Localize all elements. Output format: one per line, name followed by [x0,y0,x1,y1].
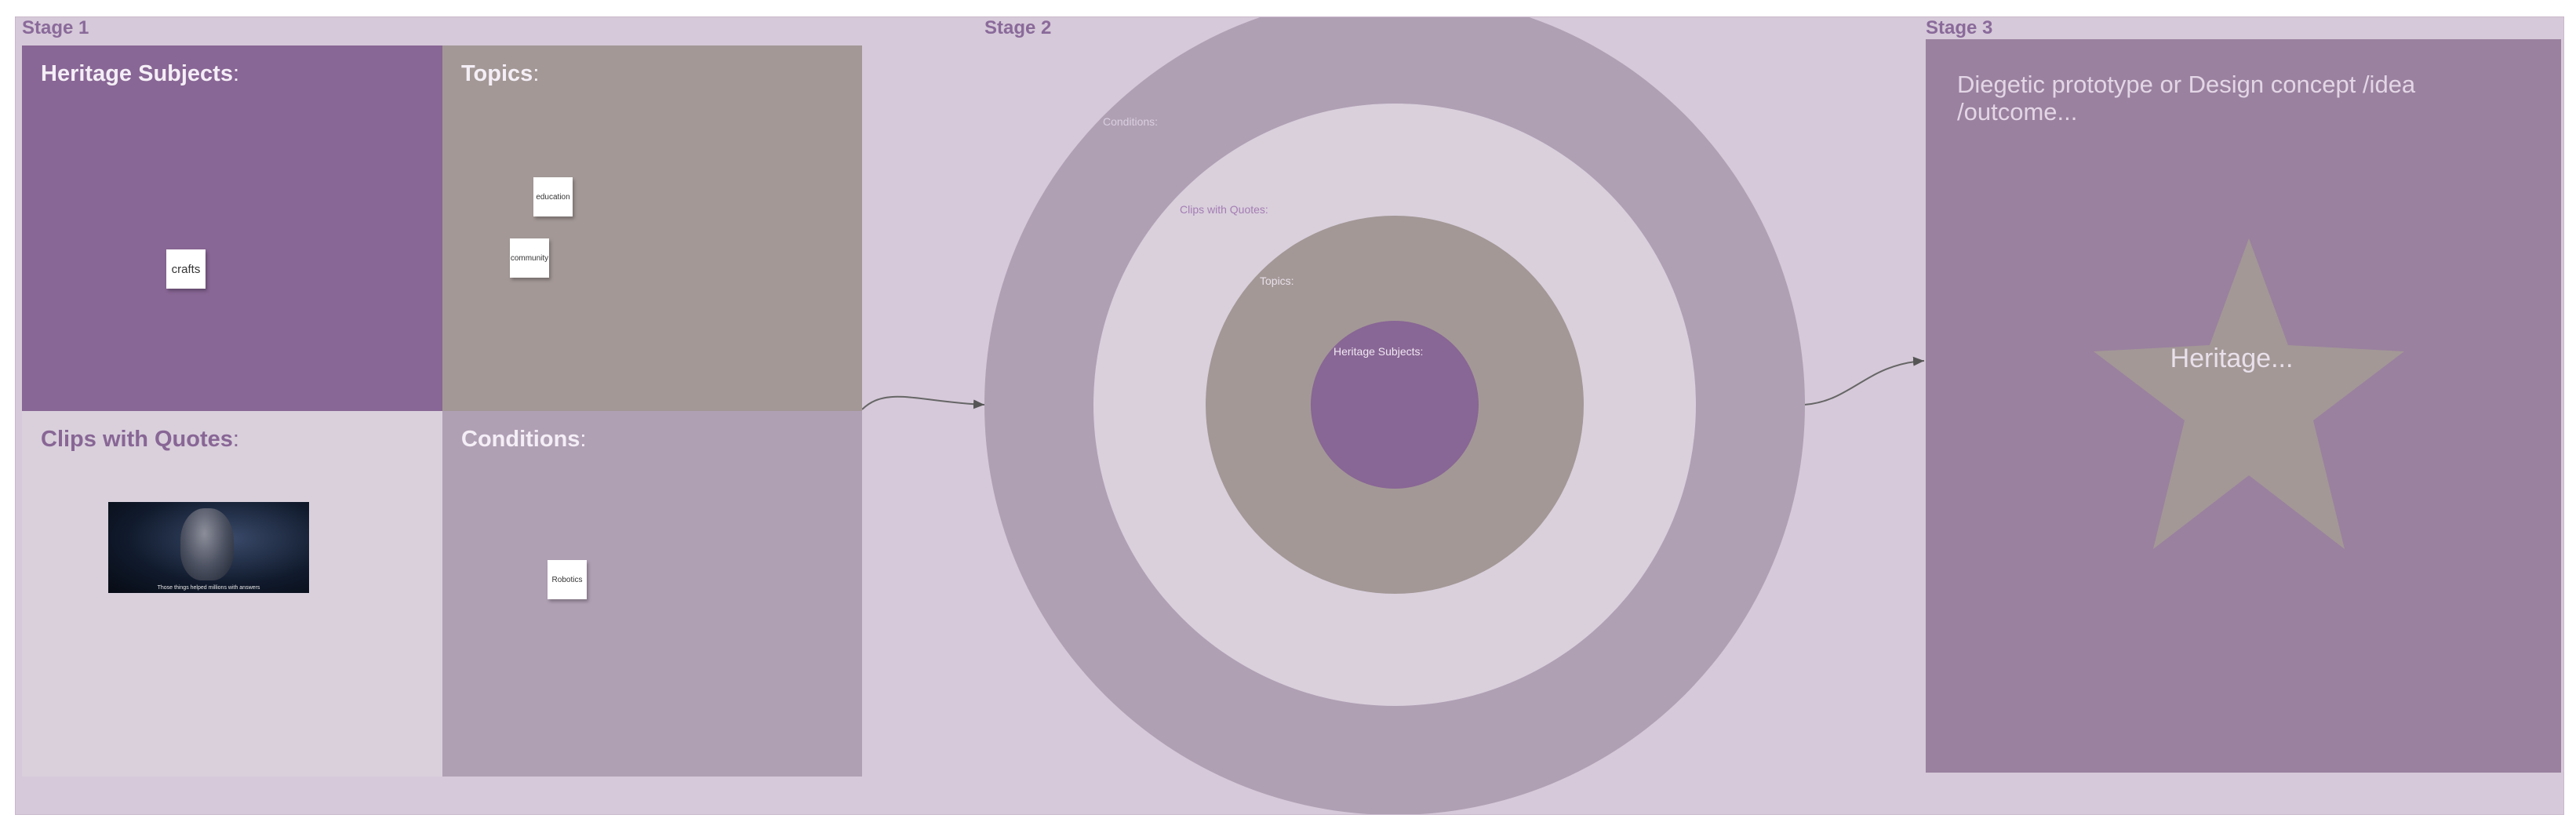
topics-colon: : [533,61,540,86]
clips-with-quotes-title: Clips with Quotes: [41,427,239,453]
clip-caption: Those things helped millions with answer… [157,585,260,591]
clips-with-quotes-quadrant[interactable]: Clips with Quotes: Those things helped m… [22,411,442,777]
topics-quadrant[interactable]: Topics: education community [442,45,862,411]
video-clip-thumbnail[interactable]: Those things helped millions with answer… [108,502,309,593]
connector-lines [861,356,1925,410]
canvas-board[interactable]: Stage 1 Stage 2 Stage 3 Heritage Subject… [15,16,2564,815]
heritage-subjects-colon: : [232,61,240,86]
stage-3-panel[interactable]: Diegetic prototype or Design concept /id… [1926,39,2561,773]
ring-label-conditions: Conditions: [1103,115,1159,128]
stage-1-label: Stage 1 [22,17,89,38]
star-label: Heritage... [2170,344,2294,373]
ring-heritage-subjects [1311,321,1479,489]
heritage-subjects-quadrant[interactable]: Heritage Subjects: crafts [22,45,442,411]
heritage-subjects-title-text: Heritage Subjects [41,61,233,86]
clip-face-image [180,508,234,580]
ring-label-heritage-subjects: Heritage Subjects: [1333,345,1424,358]
clips-with-quotes-colon: : [232,427,239,452]
sticky-note-crafts[interactable]: crafts [166,249,206,289]
stage-3-title: Diegetic prototype or Design concept /id… [1957,71,2416,125]
connector-stage2-to-stage3 [1803,356,1925,406]
conditions-colon: : [580,427,587,452]
conditions-title-text: Conditions [461,427,580,452]
sticky-note-education[interactable]: education [533,177,573,216]
stage-3-label: Stage 3 [1926,17,1993,38]
connector-stage1-to-stage2 [861,395,985,410]
stage-2-target-diagram [984,17,1805,814]
conditions-quadrant[interactable]: Conditions: Robotics [442,411,862,777]
ring-label-clips-with-quotes: Clips with Quotes: [1180,203,1268,216]
topics-title-text: Topics [461,61,533,86]
sticky-note-community[interactable]: community [510,238,549,278]
sticky-note-robotics[interactable]: Robotics [548,560,587,599]
ring-label-topics: Topics: [1260,275,1294,287]
conditions-title: Conditions: [461,427,586,453]
topics-title: Topics: [461,61,539,87]
heritage-subjects-title: Heritage Subjects: [41,61,239,87]
clips-with-quotes-title-text: Clips with Quotes [41,427,233,452]
stage-2-label: Stage 2 [984,17,1052,38]
star-shape[interactable] [1926,39,2561,773]
